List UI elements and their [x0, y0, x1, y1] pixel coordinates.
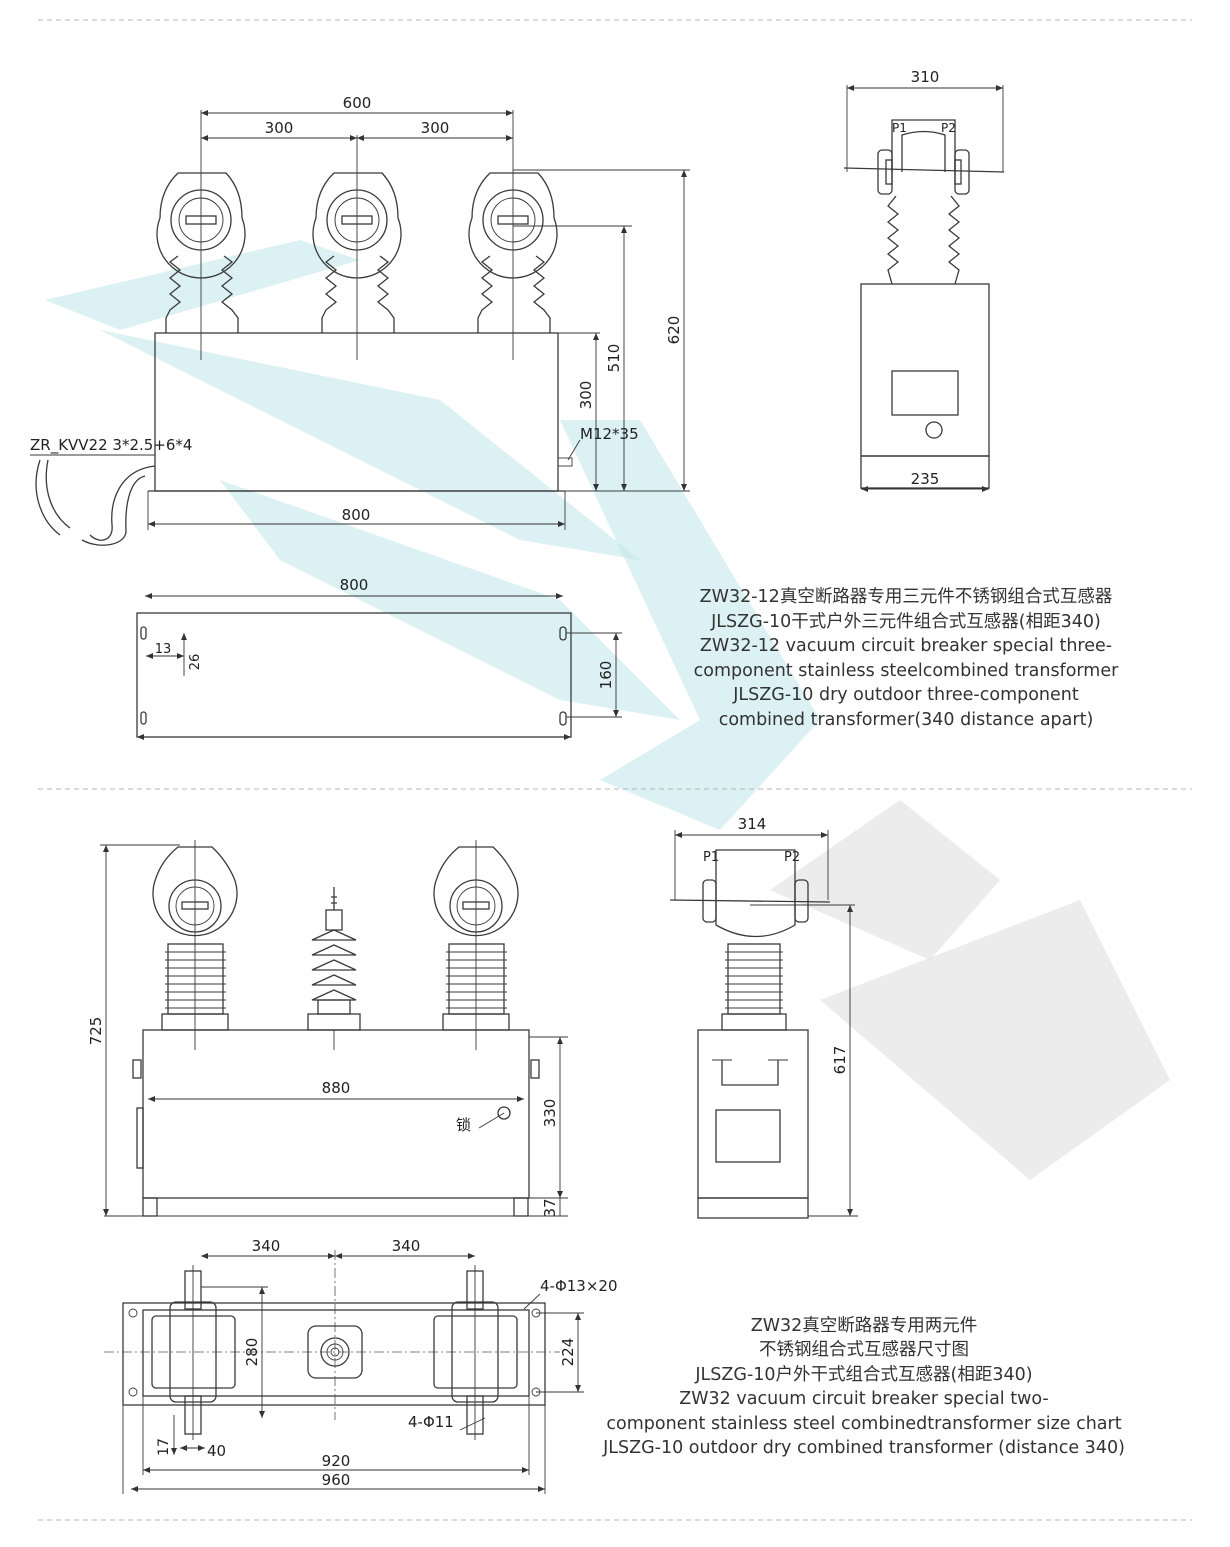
- dim-40: 40: [207, 1442, 226, 1460]
- bottom-caption-line-3: JLSZG-10户外干式组合式互感器(相距340): [694, 1365, 1032, 1385]
- side-box: [860, 283, 990, 457]
- dim-300-left: 300: [265, 119, 294, 137]
- bottom-plan-view: 340 340 4-Φ13×20: [104, 1237, 618, 1494]
- bottom-caption-line-2: 不锈钢组合式互感器尺寸图: [759, 1340, 969, 1360]
- dim-160: 160: [597, 661, 615, 690]
- dim-330: 330: [541, 1099, 559, 1128]
- dim-800-plan: 800: [340, 576, 369, 594]
- dim-725: 725: [87, 1017, 105, 1046]
- bushing-middle: [312, 135, 402, 360]
- dim-510: 510: [605, 344, 623, 373]
- dim-880: 880: [322, 1079, 351, 1097]
- top-caption-line-6: combined transformer(340 distance apart): [719, 710, 1094, 730]
- transformer-box-bottom: [142, 1029, 530, 1199]
- dim-17: 17: [156, 1438, 172, 1456]
- top-caption-line-1: ZW32-12真空断路器专用三元件不锈钢组合式互感器: [700, 587, 1113, 607]
- bottom-caption-line-1: ZW32真空断路器专用两元件: [751, 1316, 978, 1336]
- bottom-front-view: 725 880 锁 330 37: [87, 840, 568, 1218]
- dim-37: 37: [541, 1198, 559, 1217]
- plan-ct-right: [433, 1265, 518, 1440]
- top-caption-line-4: component stainless steelcombined transf…: [694, 661, 1119, 681]
- bottom-caption: ZW32真空断路器专用两元件 不锈钢组合式互感器尺寸图 JLSZG-10户外干式…: [602, 1316, 1125, 1458]
- dim-617: 617: [831, 1046, 849, 1075]
- top-side-view: 310 P1 P2 235: [843, 68, 1005, 492]
- top-front-view: 600 300 300 620 510 300 M12*35 ZR_KVV22 …: [30, 94, 690, 546]
- dim-300-height: 300: [577, 381, 595, 410]
- dim-310: 310: [911, 68, 940, 86]
- side-box-bottom: [697, 1029, 809, 1199]
- dim-800-front: 800: [342, 506, 371, 524]
- top-caption-line-3: ZW32-12 vacuum circuit breaker special t…: [700, 636, 1112, 656]
- holes-label-1: 4-Φ13×20: [540, 1277, 618, 1295]
- top-caption-line-2: JLSZG-10干式户外三元件组合式互感器(相距340): [710, 612, 1101, 632]
- dim-340-left: 340: [252, 1237, 281, 1255]
- cable: [35, 459, 156, 546]
- bottom-caption-line-4: ZW32 vacuum circuit breaker special two-: [679, 1389, 1049, 1409]
- top-caption-line-5: JLSZG-10 dry outdoor three-component: [732, 685, 1079, 705]
- bushing-right: [468, 110, 558, 360]
- dim-224: 224: [559, 1338, 577, 1367]
- lock-label: 锁: [456, 1116, 471, 1134]
- top-caption: ZW32-12真空断路器专用三元件不锈钢组合式互感器 JLSZG-10干式户外三…: [694, 587, 1119, 730]
- dim-620: 620: [665, 316, 683, 345]
- bushing-left: [156, 110, 246, 360]
- bushing-right-bottom: [433, 840, 519, 1050]
- plan-plate-bottom: [122, 1302, 546, 1406]
- cable-label: ZR_KVV22 3*2.5+6*4: [30, 436, 192, 455]
- bushing-left-bottom: [152, 840, 238, 1050]
- dim-340-right: 340: [392, 1237, 421, 1255]
- watermark-logo: [45, 240, 1170, 1180]
- label-p1-top: P1: [892, 121, 907, 135]
- holes-label-2: 4-Φ11: [408, 1413, 454, 1431]
- dim-26: 26: [188, 654, 203, 671]
- label-p1-bottom: P1: [703, 850, 719, 865]
- dim-960: 960: [322, 1471, 351, 1489]
- plan-arrester: [307, 1325, 363, 1379]
- label-p2-bottom: P2: [784, 850, 800, 865]
- dim-920: 920: [322, 1452, 351, 1470]
- label-p2-top: P2: [941, 121, 956, 135]
- arrester: [307, 887, 361, 1050]
- top-plan-view: 800 13 26 160: [136, 576, 622, 740]
- dim-235: 235: [911, 470, 940, 488]
- dim-314: 314: [738, 815, 767, 833]
- dim-600: 600: [343, 94, 372, 112]
- bottom-caption-line-6: JLSZG-10 outdoor dry combined transforme…: [602, 1438, 1125, 1458]
- plan-ct-left: [151, 1265, 236, 1440]
- dim-300-right: 300: [421, 119, 450, 137]
- bottom-caption-line-5: component stainless steel combinedtransf…: [606, 1414, 1121, 1434]
- dim-280: 280: [243, 1338, 261, 1367]
- bottom-side-view: 314 P1 P2 617: [669, 815, 858, 1219]
- dim-13: 13: [155, 642, 172, 657]
- bolt-label: M12*35: [580, 425, 639, 443]
